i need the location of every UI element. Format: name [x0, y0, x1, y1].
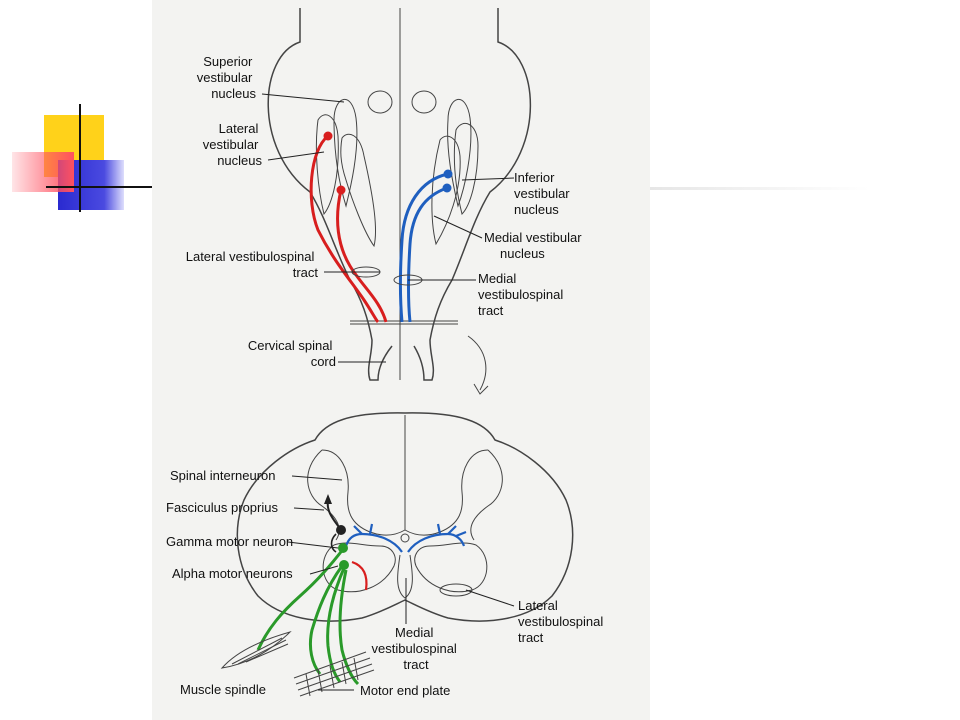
label-lateral-vestibular-nucleus: Lateral vestibular nucleus — [203, 121, 263, 168]
label-alpha-motor-neurons: Alpha motor neurons — [172, 566, 293, 581]
spinal-cord-cross-section — [236, 412, 574, 622]
label-superior-vestibular-nucleus: Superior vestibular nucleus — [197, 54, 257, 101]
deco-red-square — [12, 152, 74, 192]
motor-neurons-and-axons — [256, 494, 368, 686]
medial-nucleus-neuron-1 — [443, 169, 453, 179]
lateral-vestibulospinal-tract-fibers — [309, 131, 388, 324]
deco-vertical-line — [79, 104, 81, 212]
textbook-scan-background — [152, 0, 650, 720]
title-underline-fade — [650, 187, 870, 190]
motor-end-plate-drawing — [293, 651, 375, 697]
label-medial-vestibulospinal-tract-bottom: Medial vestibulospinal tract — [372, 625, 461, 672]
muscle-spindle-drawing — [220, 630, 292, 669]
deco-horizontal-line — [46, 186, 152, 188]
label-medial-vestibulospinal-tract-top: Medial vestibulospinal tract — [478, 271, 567, 318]
lateral-nucleus-neuron-1 — [323, 131, 333, 141]
medial-vestibulospinal-tract-fibers — [399, 169, 453, 323]
alpha-motor-neuron-soma — [339, 560, 349, 570]
gamma-motor-neuron-soma — [338, 543, 348, 553]
brainstem-outline — [267, 8, 532, 395]
label-muscle-spindle: Muscle spindle — [180, 682, 266, 697]
label-cervical-spinal-cord: Cervical spinal cord — [248, 338, 336, 369]
label-spinal-interneuron: Spinal interneuron — [170, 468, 276, 483]
label-lateral-vestibulospinal-tract-top: Lateral vestibulospinal tract — [186, 249, 319, 280]
label-motor-end-plate: Motor end plate — [360, 683, 450, 698]
label-fasciculus-proprius: Fasciculus proprius — [166, 500, 278, 515]
lateral-nucleus-neuron-2 — [336, 185, 346, 195]
label-gamma-motor-neuron: Gamma motor neuron — [166, 534, 293, 549]
medial-nucleus-neuron-2 — [442, 183, 452, 193]
leader-lines — [261, 93, 515, 691]
label-medial-vestibular-nucleus: Medial vestibular nucleus — [484, 230, 585, 261]
label-lateral-vestibulospinal-tract-bottom: Lateral vestibulospinal tract — [518, 598, 607, 645]
label-inferior-vestibular-nucleus: Inferior vestibular nucleus — [514, 170, 573, 217]
medial-vestibulospinal-terminals — [344, 523, 467, 553]
